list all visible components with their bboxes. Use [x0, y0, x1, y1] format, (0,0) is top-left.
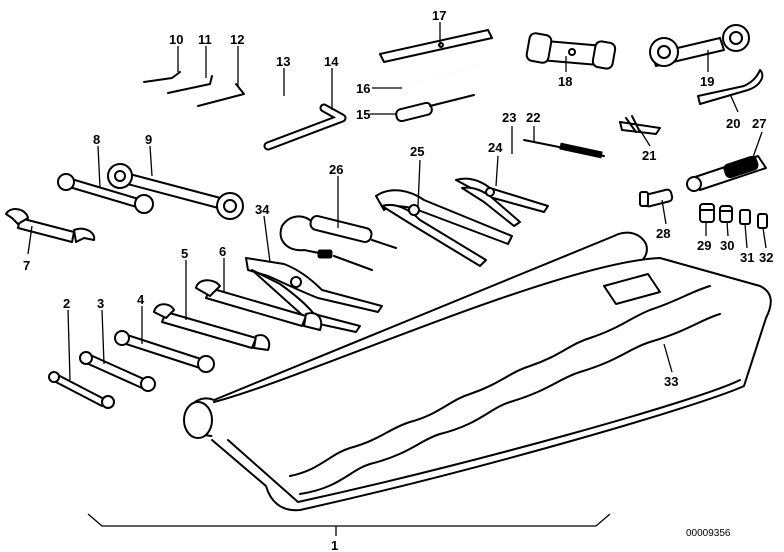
hex-key-10: [143, 71, 181, 83]
label-17: 17: [432, 8, 446, 23]
label-25: 25: [410, 144, 424, 159]
pliers-24: [455, 177, 549, 227]
open-spanner-2: [48, 371, 115, 409]
open-spanner-4: [114, 330, 215, 373]
water-pump-pliers-25: [375, 189, 513, 267]
socket-30: [719, 205, 733, 223]
file-22: [523, 139, 605, 159]
label-34: 34: [255, 202, 270, 217]
open-spanner-7: [5, 208, 96, 243]
socket-wrench-18: [525, 32, 617, 70]
label-10: 10: [169, 32, 183, 47]
leader-lines: [27, 22, 767, 536]
ring-spanner-9: [107, 163, 244, 220]
hex-key-14: [263, 103, 347, 151]
hex-key-13: [230, 92, 294, 126]
hex-key-11: [167, 75, 213, 94]
label-28: 28: [656, 226, 670, 241]
label-29: 29: [697, 238, 711, 253]
label-32: 32: [759, 250, 773, 265]
label-5: 5: [181, 246, 188, 261]
open-spanner-6: [195, 279, 323, 331]
test-lamp-26: [279, 214, 397, 271]
label-26: 26: [329, 162, 343, 177]
ring-spanner-19: [649, 24, 750, 67]
label-4: 4: [137, 292, 145, 307]
label-11: 11: [198, 32, 212, 47]
label-1: 1: [331, 538, 338, 552]
label-12: 12: [230, 32, 244, 47]
reference-code: 00009356: [686, 528, 731, 539]
label-24: 24: [488, 140, 503, 155]
label-30: 30: [720, 238, 734, 253]
label-6: 6: [219, 244, 226, 259]
socket-29: [699, 203, 715, 223]
label-15: 15: [356, 107, 370, 122]
label-27: 27: [752, 116, 766, 131]
open-spanner-5: [153, 303, 271, 351]
hex-key-12: [197, 83, 245, 107]
label-19: 19: [700, 74, 714, 89]
label-3: 3: [97, 296, 104, 311]
label-18: 18: [558, 74, 572, 89]
drift-23: [498, 150, 582, 180]
adapter-28: [639, 188, 674, 208]
socket-32: [757, 213, 768, 229]
part-labels: 1 2 3 4 5 6 7 8 9 10 11 12 13 14 15 16 1…: [23, 8, 773, 552]
label-21: 21: [642, 148, 656, 163]
label-8: 8: [93, 132, 100, 147]
open-spanner-8: [57, 173, 154, 214]
label-20: 20: [726, 116, 740, 131]
tool-roll-bag-33: [183, 231, 772, 512]
label-9: 9: [145, 132, 152, 147]
rod-16: [398, 60, 492, 90]
label-2: 2: [63, 296, 70, 311]
label-31: 31: [740, 250, 754, 265]
label-13: 13: [276, 54, 290, 69]
label-23: 23: [502, 110, 516, 125]
label-7: 7: [23, 258, 30, 273]
label-16: 16: [356, 81, 370, 96]
socket-31: [739, 209, 751, 225]
screwdriver-15: [395, 94, 475, 123]
spark-plug-wrench-27: [686, 155, 767, 192]
hook-spanner-20: [697, 69, 764, 105]
label-14: 14: [324, 54, 339, 69]
label-33: 33: [664, 374, 678, 389]
open-spanner-3: [79, 351, 156, 392]
blade-17: [379, 29, 493, 63]
label-22: 22: [526, 110, 540, 125]
combination-pliers-34: [245, 257, 383, 333]
feeler-gauge-21: [619, 115, 661, 135]
